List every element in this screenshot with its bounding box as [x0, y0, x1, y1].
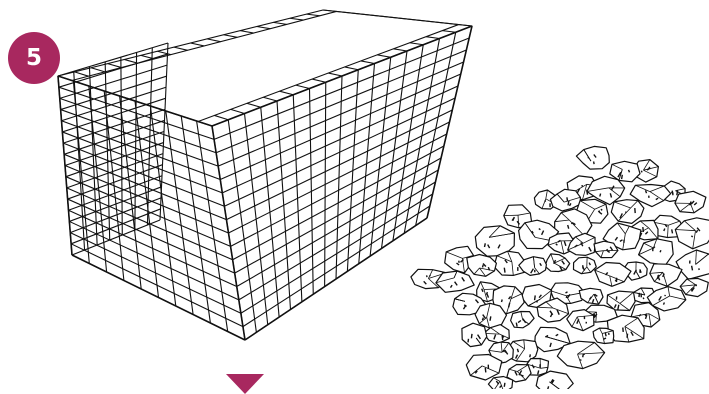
cage-left-inner-face: [58, 43, 168, 255]
stone: [675, 191, 706, 213]
stone: [550, 189, 580, 211]
stone: [650, 264, 682, 287]
stone: [436, 271, 474, 292]
stone-pile: [411, 146, 709, 389]
stone: [574, 257, 597, 274]
stone: [545, 254, 570, 272]
step-number: 5: [26, 45, 42, 71]
stone: [579, 288, 603, 304]
stone: [466, 355, 502, 381]
step-number-badge: 5: [8, 32, 60, 84]
stone: [488, 377, 512, 390]
stone: [680, 278, 708, 296]
stone: [467, 255, 497, 277]
cage-front-face: [58, 76, 245, 340]
stone: [557, 341, 604, 368]
stone: [611, 200, 644, 224]
stone: [576, 146, 609, 169]
down-arrow-icon: [226, 374, 264, 394]
stone: [594, 241, 618, 257]
stone: [676, 250, 709, 279]
gabion-wire-cage: [58, 10, 472, 340]
stone: [462, 323, 487, 346]
stone: [567, 310, 594, 331]
stone: [593, 328, 614, 343]
stone: [639, 239, 674, 265]
cage-right-face: [212, 26, 472, 340]
stone: [511, 312, 534, 328]
